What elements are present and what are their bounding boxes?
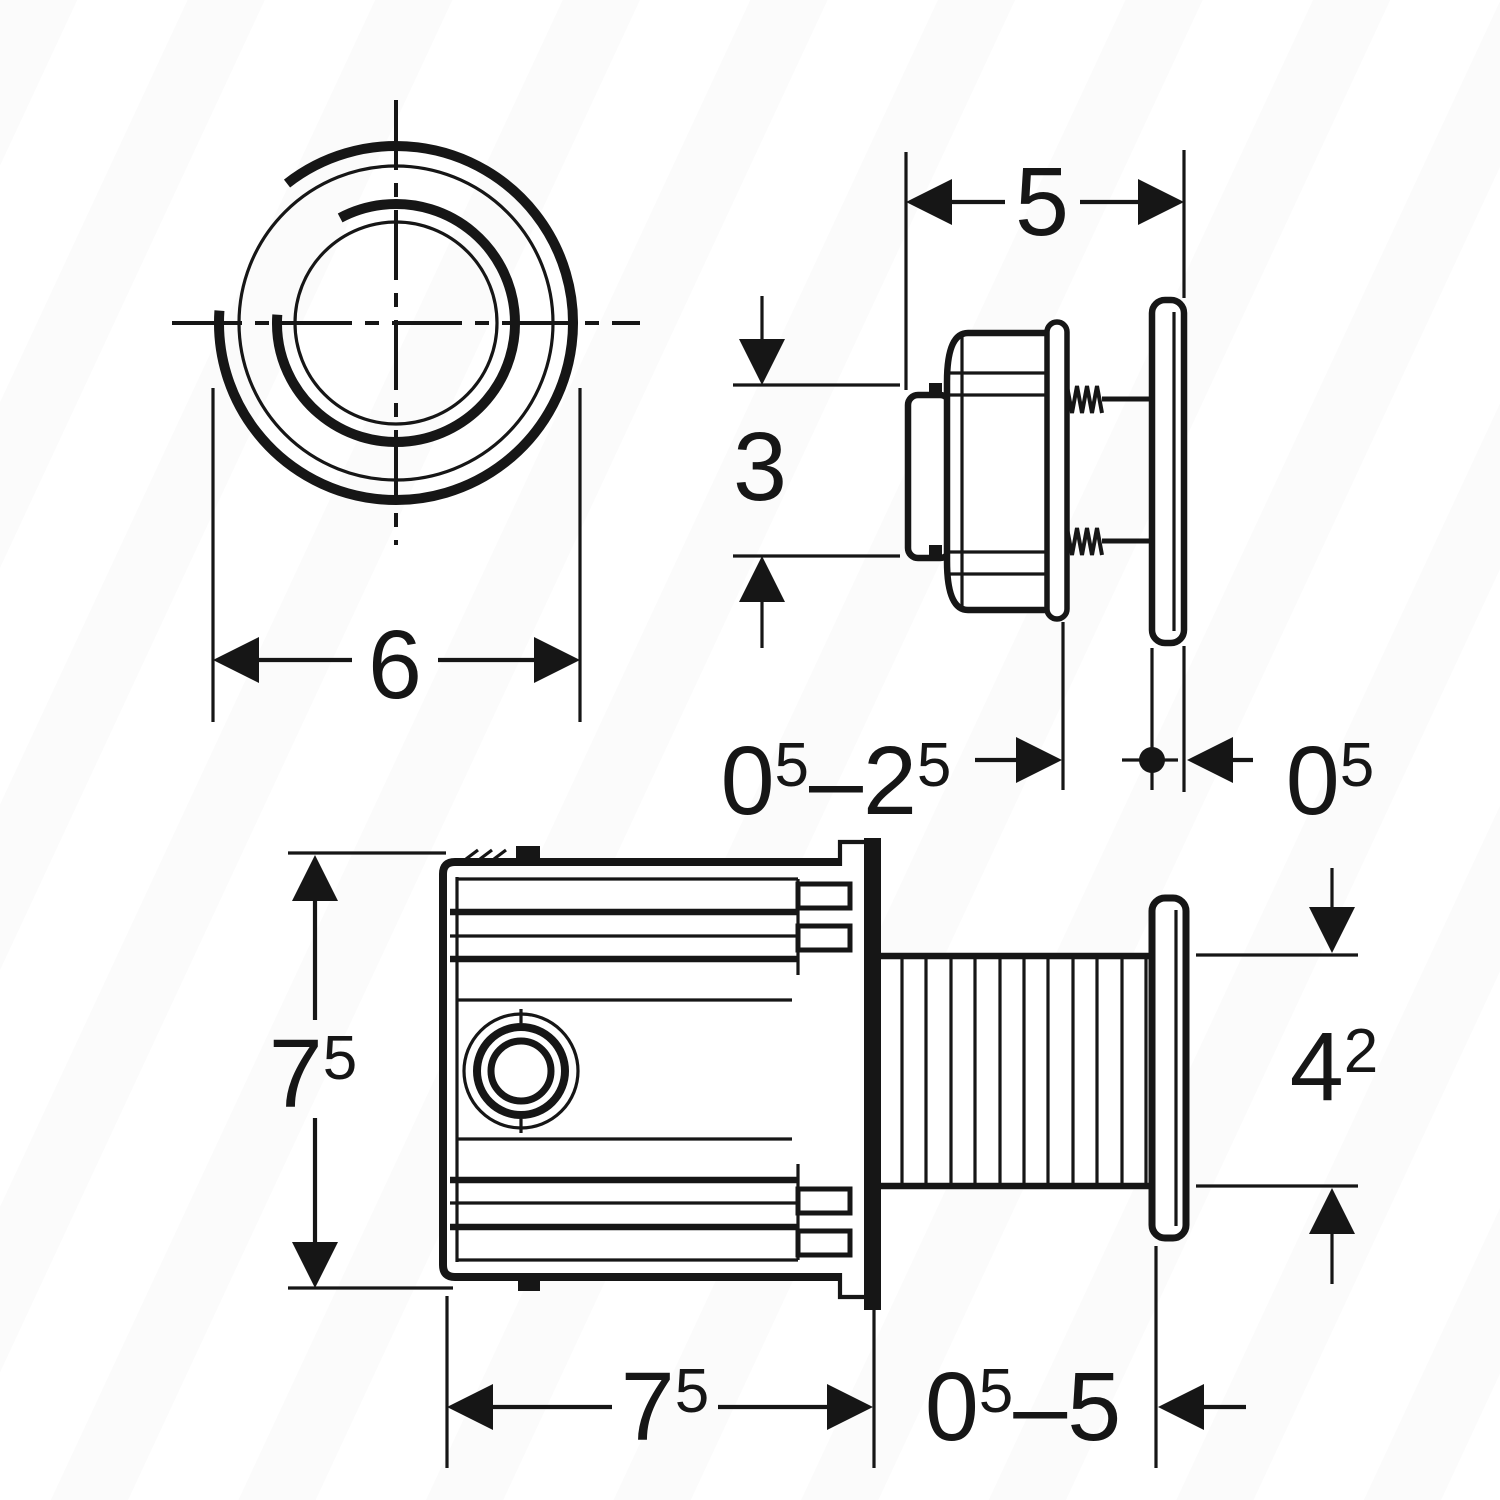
arrowhead-up-icon — [292, 855, 338, 901]
box-clip-bottom — [518, 1277, 540, 1291]
dimension-label: 75 — [621, 1352, 709, 1461]
dimension-label: 6 — [368, 610, 422, 719]
dimension-cover-thickness: 05 — [1187, 726, 1374, 835]
extension-lines — [445, 1296, 876, 1468]
latch-tab — [795, 1186, 853, 1216]
dimension-box-depth: 75 — [445, 1296, 876, 1468]
housing-front-wall — [864, 838, 881, 1310]
arrowhead-left-icon — [447, 1384, 493, 1430]
outer-ring-inner-edge — [237, 164, 555, 482]
extension-lines — [904, 150, 1186, 792]
reference-dot — [1139, 747, 1165, 773]
outer-ring — [214, 140, 578, 505]
dimension-depth-5: 5 — [904, 147, 1186, 792]
dimension-label: 05–5 — [925, 1352, 1121, 1461]
dimension-label: 05 — [1286, 726, 1374, 835]
spring-bottom — [1065, 527, 1104, 556]
housing-ribs-bottom — [450, 1137, 853, 1262]
arrowhead-left-icon — [1158, 1384, 1204, 1430]
dimension-box-height: 75 — [269, 851, 453, 1290]
centerlines — [172, 100, 640, 545]
arrowhead-right-icon — [534, 637, 580, 683]
button-rings — [214, 140, 578, 505]
dimension-conduit-diameter: 42 — [1196, 868, 1378, 1284]
housing-ribs-top — [450, 877, 853, 1002]
housing-step-joints — [837, 839, 866, 1300]
rod-clip-top — [929, 383, 942, 397]
rod-clip-bottom — [929, 545, 942, 559]
rib-lines-thick — [450, 1176, 798, 1231]
clip-hatch — [465, 848, 507, 861]
dimension-label: 3 — [733, 412, 787, 521]
dimension-conduit-length: 05–5 — [925, 1246, 1246, 1468]
rib-lines-thin — [450, 1137, 798, 1262]
corrugated-conduit — [881, 952, 1152, 1190]
conduit-edges — [881, 952, 1152, 1190]
side-view: 5 3 05–25 05 — [721, 147, 1375, 835]
arrowhead-up-icon — [1309, 1188, 1355, 1234]
latch-tab — [795, 881, 853, 911]
rib-lines-thick — [450, 908, 798, 963]
dimension-diameter-6: 6 — [211, 388, 582, 722]
inner-ring — [272, 199, 520, 447]
conduit-fill — [881, 960, 1152, 1183]
installed-view: 75 42 75 05 — [269, 838, 1378, 1468]
pneumatic-pins — [1102, 396, 1151, 544]
dimension-wall-range: 05–25 — [721, 622, 1178, 835]
wall-flange — [1148, 894, 1190, 1242]
extension-lines — [288, 851, 453, 1290]
spring-top — [1065, 385, 1104, 414]
latch-tab — [795, 1228, 853, 1258]
back-plate — [1044, 319, 1070, 622]
arrowhead-left-icon — [1187, 737, 1233, 783]
dimension-hole-3: 3 — [733, 296, 900, 648]
dimension-label: 75 — [269, 1019, 357, 1128]
front-view: 6 — [172, 100, 640, 722]
arrowhead-right-icon — [1138, 179, 1184, 225]
connector-detail — [462, 1009, 580, 1133]
conduit-ribs — [900, 959, 1148, 1183]
extension-lines — [211, 388, 582, 722]
extension-lines — [733, 383, 900, 558]
dimension-label: 05–25 — [721, 726, 952, 835]
extension-lines — [1196, 953, 1358, 1188]
arrowhead-right-icon — [827, 1384, 873, 1430]
connector-ring — [473, 1023, 569, 1119]
push-rod — [904, 391, 954, 562]
nut-facets — [948, 336, 1047, 607]
box-clip-top — [516, 846, 540, 862]
arrowhead-down-icon — [739, 339, 785, 385]
rib-lines-thin — [450, 877, 798, 1002]
inner-ring-inner-edge — [293, 220, 499, 426]
housing-outline — [439, 858, 840, 1281]
arrowhead-right-icon — [1016, 737, 1062, 783]
dimension-label: 5 — [1015, 147, 1069, 256]
arrowhead-down-icon — [1309, 907, 1355, 953]
face-flange — [1148, 296, 1188, 647]
latch-tab — [795, 923, 853, 953]
arrowhead-left-icon — [213, 637, 259, 683]
arrowhead-down-icon — [292, 1242, 338, 1288]
arrowhead-up-icon — [739, 556, 785, 602]
connector-bore — [487, 1037, 555, 1105]
dimension-label: 42 — [1290, 1012, 1378, 1121]
arrowhead-left-icon — [906, 179, 952, 225]
